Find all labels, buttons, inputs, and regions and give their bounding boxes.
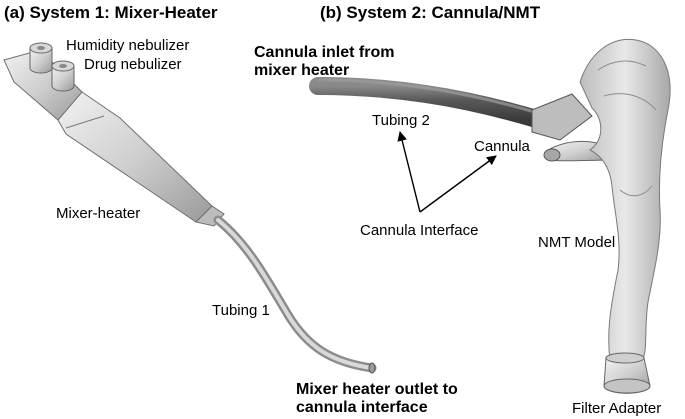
filter-adapter-label: Filter Adapter [572, 400, 662, 417]
drug-nebulizer-label: Drug nebulizer [84, 56, 182, 73]
cannula-interface-label: Cannula Interface [360, 222, 479, 239]
inlet-label-line-1: Cannula inlet from [254, 44, 395, 61]
cannula-nmt-assembly [309, 38, 671, 394]
tubing-2 [309, 77, 549, 129]
arrow-to-cannula [419, 155, 497, 213]
arrow-to-tubing-2 [397, 131, 421, 213]
cannula-interface-block [531, 93, 593, 141]
cannula-label: Cannula [474, 138, 530, 155]
tubing-2-label: Tubing 2 [372, 112, 430, 129]
outlet-label-line-2: cannula interface [296, 399, 428, 416]
mixer-heater-label: Mixer-heater [56, 205, 141, 222]
inlet-label-line-2: mixer heater [254, 62, 350, 79]
outlet-label-line-1: Mixer heater outlet to [296, 381, 458, 398]
mixer-heater-assembly [3, 42, 377, 374]
humidity-nebulizer-cylinder [29, 42, 53, 74]
nmt-model-label: NMT Model [538, 234, 616, 251]
mixer-heater-body [57, 91, 213, 223]
panel-a-title: (a) System 1: Mixer-Heater [4, 3, 218, 22]
nmt-model [579, 38, 671, 361]
panel-b-title: (b) System 2: Cannula/NMT [320, 3, 541, 22]
drug-nebulizer-cylinder [51, 60, 75, 92]
humidity-nebulizer-label: Humidity nebulizer [66, 37, 190, 54]
tubing-1-outlet [368, 362, 376, 374]
tubing-1-label: Tubing 1 [212, 302, 270, 319]
